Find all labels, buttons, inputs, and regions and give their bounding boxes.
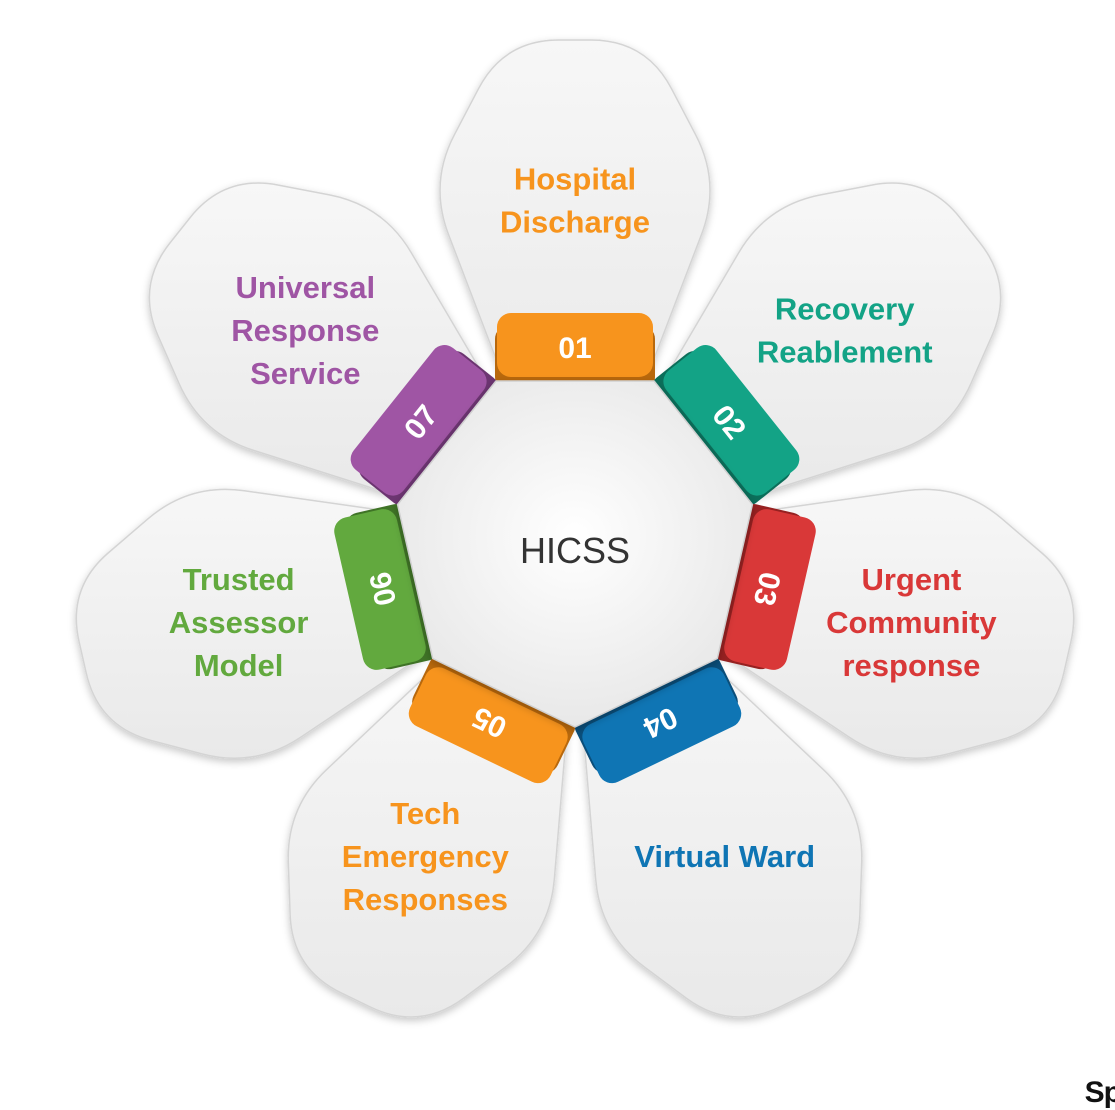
tab-number-06: 06 <box>364 569 404 609</box>
tab-05: 05 <box>408 653 576 784</box>
tab-01: 01 <box>495 313 655 391</box>
corner-text: Sp <box>1084 1076 1115 1109</box>
segment-label-04: Virtual Ward <box>634 839 815 874</box>
center-hub <box>396 380 754 728</box>
tab-number-01: 01 <box>558 332 591 365</box>
tab-number-03: 03 <box>747 569 787 609</box>
tab-04: 04 <box>574 653 742 784</box>
center-label: HICSS <box>520 530 630 571</box>
hub: HICSS <box>396 380 754 728</box>
tab-02: 02 <box>651 345 800 506</box>
tab-07: 07 <box>350 345 499 506</box>
